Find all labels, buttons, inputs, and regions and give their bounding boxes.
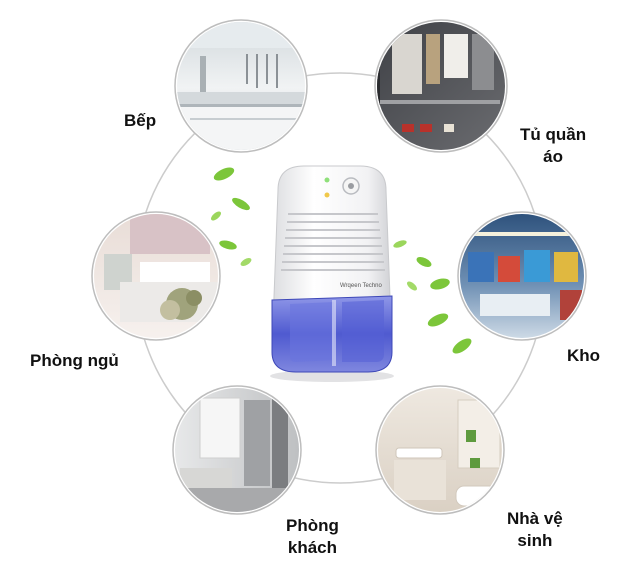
device-brand-text: Wrqeen Techno xyxy=(340,283,382,289)
label-bathroom: Nhà vệ sinh xyxy=(507,509,563,550)
label-wardrobe: Tủ quần áo xyxy=(520,125,587,166)
leaf-decorations xyxy=(211,167,472,354)
bedroom-photo xyxy=(91,211,221,341)
label-storage: Kho xyxy=(567,346,601,365)
bathroom-photo xyxy=(375,385,505,515)
label-bedroom: Phòng ngủ xyxy=(30,351,119,370)
label-living-room: Phòng khách xyxy=(286,516,339,557)
wardrobe-photo xyxy=(374,19,508,153)
dehumidifier-device xyxy=(270,165,394,382)
vent-grille xyxy=(281,213,385,271)
living-room-photo xyxy=(172,385,302,515)
kitchen-photo xyxy=(174,19,308,153)
storage-photo xyxy=(457,211,587,341)
label-kitchen: Bếp xyxy=(124,111,157,130)
